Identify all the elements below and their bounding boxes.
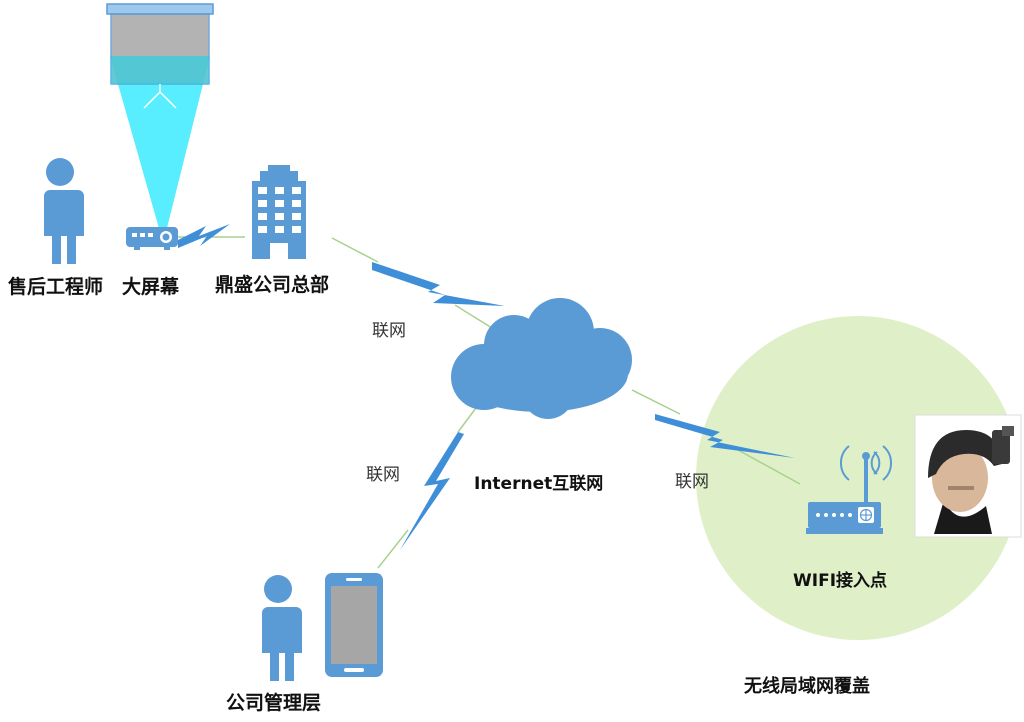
screen-label: 大屏幕 — [122, 276, 180, 298]
cloud-icon — [451, 298, 632, 419]
lightning-bolt-icon — [372, 262, 505, 306]
helmet-user-photo — [914, 414, 1022, 538]
link-label-left: 联网 — [366, 465, 400, 485]
management-label: 公司管理层 — [226, 692, 322, 714]
lightning-bolt-icon — [178, 224, 230, 248]
engineer-label: 售后工程师 — [8, 276, 104, 298]
link-label-top: 联网 — [372, 321, 406, 341]
lightning-bolt-icon — [655, 414, 795, 458]
internet-label: Internet互联网 — [474, 474, 604, 494]
connector-wires — [178, 236, 801, 569]
office-building-icon — [252, 165, 306, 259]
link-label-right: 联网 — [675, 472, 709, 492]
projector-icon — [126, 227, 178, 250]
projection-screen-icon — [106, 3, 214, 109]
engineer-person-icon — [42, 158, 84, 264]
wlan-coverage-label: 无线局域网覆盖 — [744, 676, 870, 697]
wlan-coverage-area — [696, 316, 1020, 640]
wifi-router-icon — [806, 445, 893, 534]
smartphone-icon — [325, 573, 383, 677]
manager-person-icon — [260, 575, 302, 681]
wifi-ap-label: WIFI接入点 — [793, 571, 888, 591]
hq-label: 鼎盛公司总部 — [215, 274, 330, 296]
projector-beam — [110, 56, 210, 232]
lightning-bolt-icon — [400, 432, 464, 550]
